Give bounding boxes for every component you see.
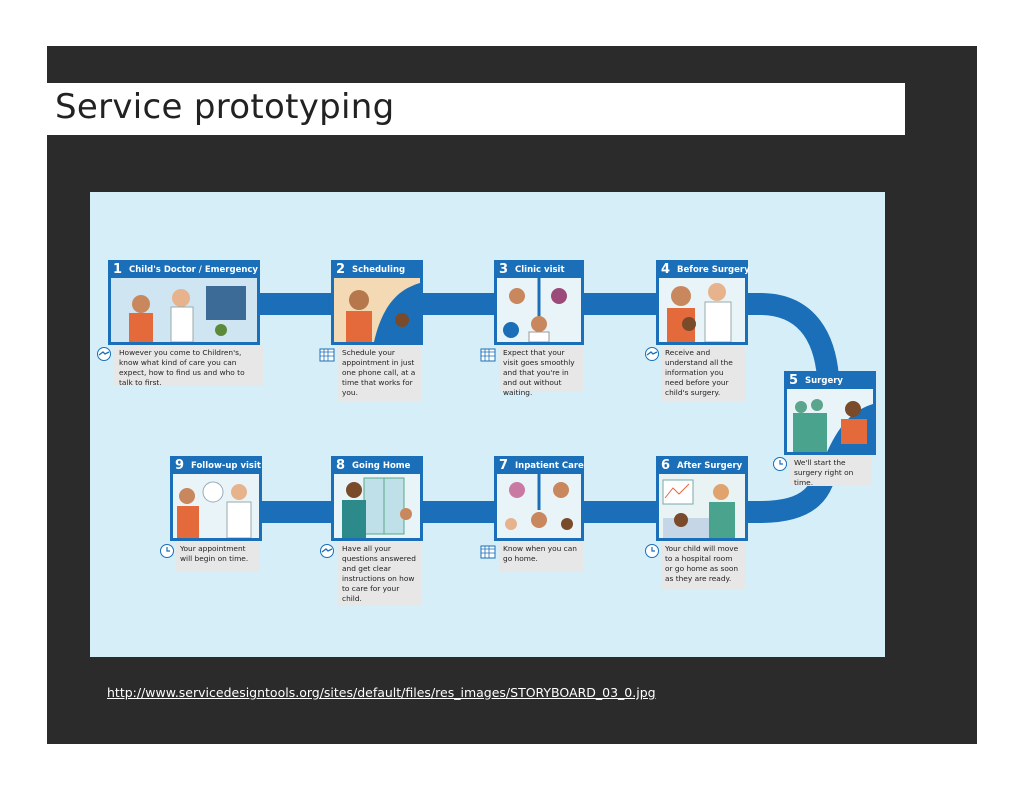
handshake-icon (97, 347, 111, 361)
step-8-illustration (334, 474, 420, 538)
calendar-icon (480, 545, 496, 559)
handshake-icon (320, 544, 334, 558)
step-5-caption: We'll start the surgery right on time. (790, 456, 872, 487)
title-bar: Service prototyping (47, 83, 905, 135)
step-6-caption: Your child will move to a hospital room … (661, 542, 745, 590)
step-3-caption: Expect that your visit goes smoothly and… (499, 346, 583, 397)
step-6-illustration (659, 474, 745, 538)
source-url-link[interactable]: http://www.servicedesigntools.org/sites/… (107, 685, 656, 700)
slide-title: Service prototyping (55, 87, 395, 127)
clock-icon (160, 544, 174, 558)
calendar-icon (319, 348, 335, 362)
step-3-illustration (497, 278, 581, 342)
step-2-caption: Schedule your appointment in just one ph… (338, 346, 422, 401)
step-1-illustration (111, 278, 257, 342)
handshake-icon (645, 347, 659, 361)
clock-icon (645, 544, 659, 558)
step-4-illustration (659, 278, 745, 342)
step-7-illustration (497, 474, 581, 538)
step-2-illustration (334, 278, 420, 342)
step-5-illustration (787, 389, 873, 452)
step-7-caption: Know when you can go home. (499, 542, 583, 572)
clock-icon (773, 457, 787, 471)
step-1-caption: However you come to Children's, know wha… (113, 346, 263, 387)
calendar-icon (480, 348, 496, 362)
step-9-illustration (173, 474, 259, 538)
step-8-caption: Have all your questions answered and get… (338, 542, 422, 606)
step-4-caption: Receive and understand all the informati… (661, 346, 745, 401)
step-9-caption: Your appointment will begin on time. (176, 542, 260, 572)
